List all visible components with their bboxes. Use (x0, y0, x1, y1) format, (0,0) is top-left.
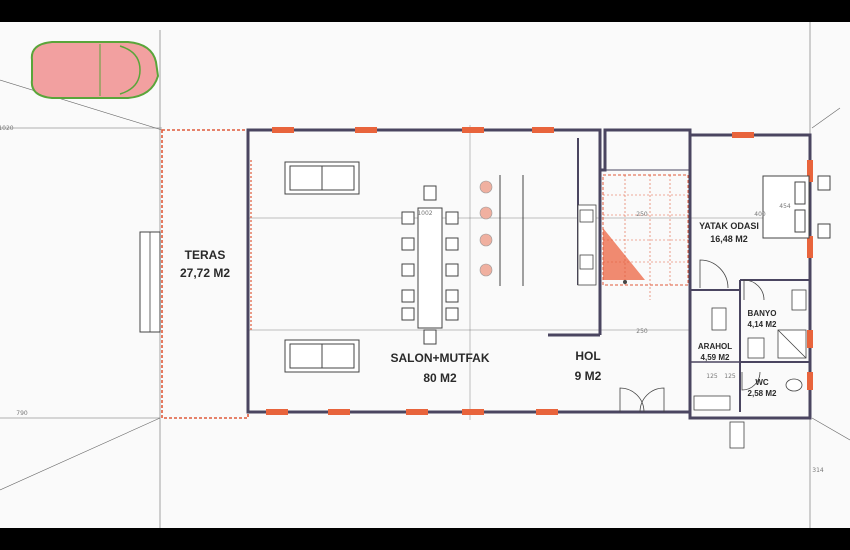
dim-125-a: 125 (706, 373, 718, 380)
bottom-letterbox (0, 528, 850, 550)
sofa-bottom (284, 339, 360, 373)
kitchen-island (499, 175, 524, 286)
kitchen-counter (577, 204, 597, 286)
doors (619, 259, 765, 413)
teras-name: TERAS (185, 248, 226, 262)
salon-name: SALON+MUTFAK (391, 351, 490, 365)
bathroom-fixtures (693, 289, 807, 449)
teras-area: 27,72 M2 (180, 266, 230, 280)
room-labels: TERAS 27,72 M2 SALON+MUTFAK 80 M2 HOL 9 … (180, 221, 777, 398)
hol-area: 9 M2 (575, 369, 602, 383)
salon-area: 80 M2 (423, 371, 457, 385)
bed (762, 175, 831, 239)
dim-250-b: 250 (636, 328, 648, 335)
dim-790: 790 (16, 410, 28, 417)
yatak-area: 16,48 M2 (710, 234, 748, 244)
wc-name: WC (755, 378, 769, 387)
arahol-name: ARAHOL (698, 342, 732, 351)
windows (266, 127, 813, 415)
wc-area: 2,58 M2 (748, 389, 777, 398)
dim-1002: 1002 (417, 210, 432, 217)
banyo-name: BANYO (748, 309, 777, 318)
banyo-area: 4,14 M2 (748, 320, 777, 329)
dim-400: 400 (754, 211, 766, 218)
bar-stools (479, 180, 493, 277)
dim-314: 314 (812, 467, 824, 474)
dim-125-b: 125 (724, 373, 736, 380)
car-icon (30, 41, 160, 99)
hol-name: HOL (575, 349, 600, 363)
sofa-top (284, 161, 360, 195)
top-letterbox (0, 0, 850, 22)
staircase (602, 174, 689, 300)
yatak-name: YATAK ODASI (699, 221, 759, 231)
dining-table (401, 185, 459, 345)
dim-454: 454 (779, 203, 791, 210)
dim-250-a: 250 (636, 211, 648, 218)
dimension-labels: 1020 790 250 250 125 125 400 454 1002 31… (0, 125, 824, 474)
dim-1020: 1020 (0, 125, 14, 132)
arahol-area: 4,59 M2 (701, 353, 730, 362)
